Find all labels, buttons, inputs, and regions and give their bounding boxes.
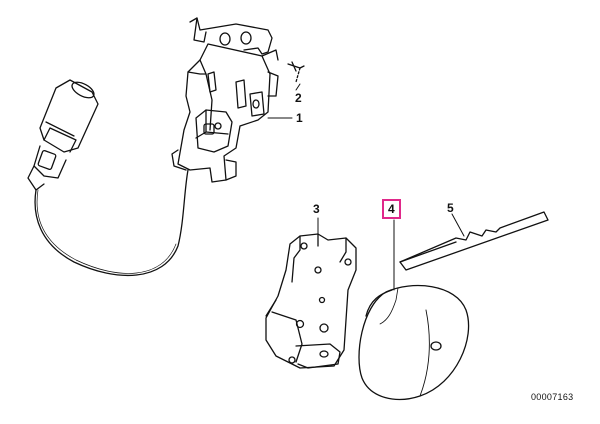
screw-part[interactable] (287, 61, 305, 83)
callout-2[interactable]: 2 (295, 91, 302, 105)
diagram-code: 00007163 (531, 392, 574, 402)
leader-lines (267, 83, 465, 291)
cable-shadow (36, 189, 177, 274)
callout-5[interactable]: 5 (447, 201, 454, 215)
callout-1[interactable]: 1 (296, 111, 303, 125)
drive-motor[interactable] (27, 79, 99, 191)
cable (34, 169, 189, 277)
gearbox-housing-part[interactable] (265, 233, 357, 369)
callout-4-highlighted[interactable]: 4 (382, 199, 401, 219)
mounting-bracket-part[interactable] (171, 17, 279, 183)
flat-strip-part[interactable] (399, 211, 549, 271)
callout-3[interactable]: 3 (313, 202, 320, 216)
round-cover-part[interactable] (358, 284, 470, 400)
